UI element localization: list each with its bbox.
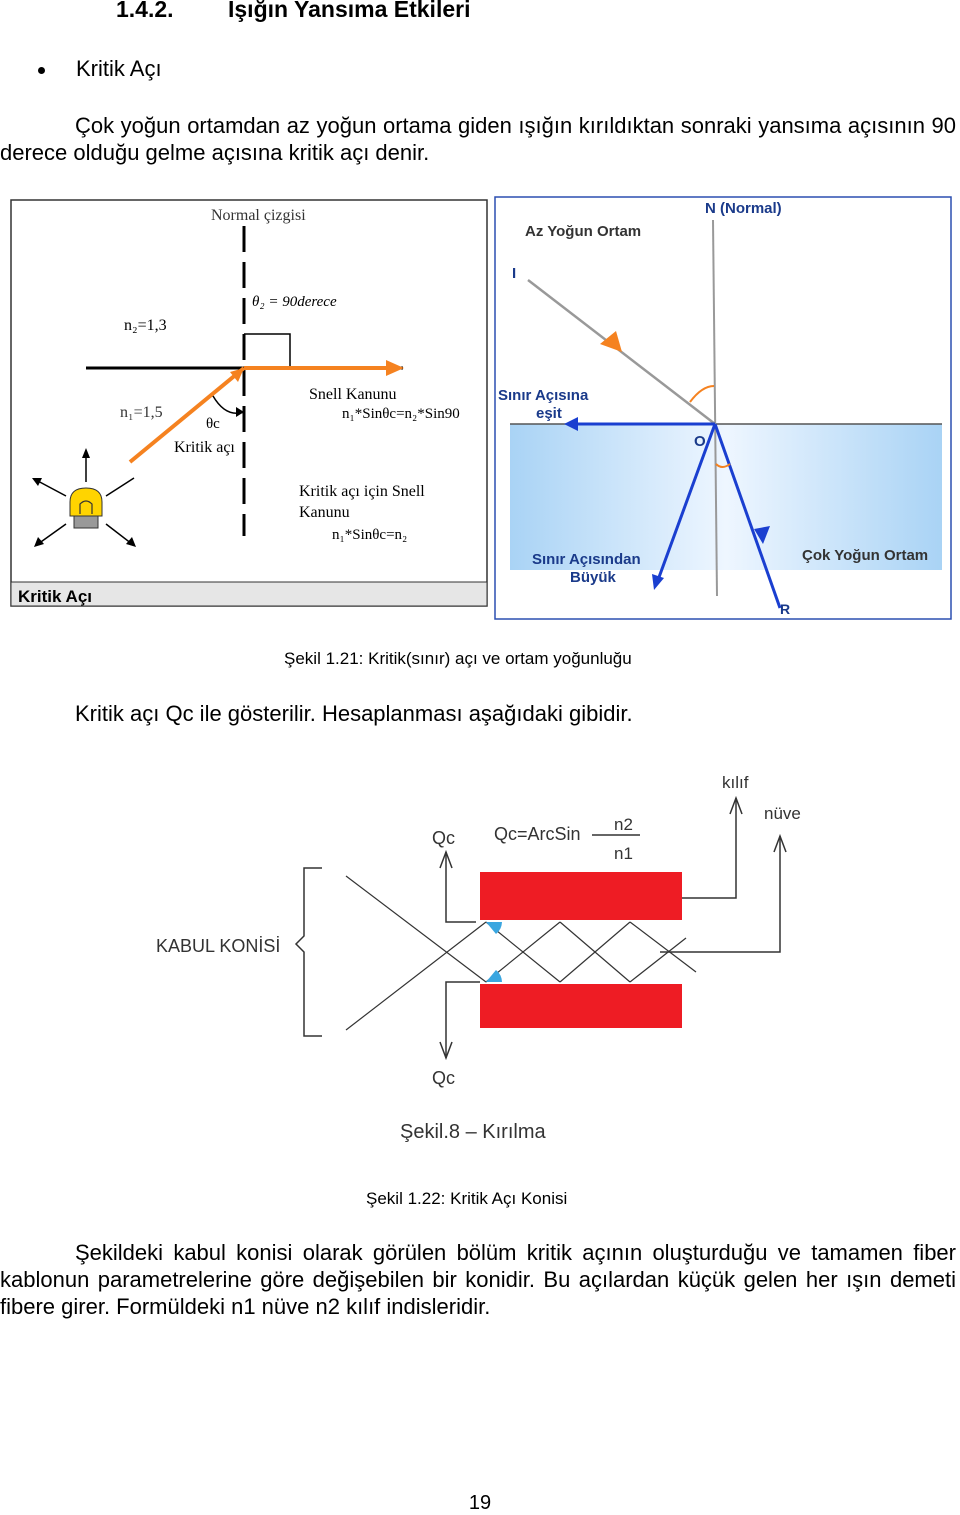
bottom-medium-label: Çok Yoğun Ortam [802,547,928,564]
right-angle-marker [244,333,291,368]
cladding-bottom [480,984,682,1028]
normal-label-right: N (Normal) [705,200,782,217]
section-heading: 1.4.2. Işığın Yansıma Etkileri [116,0,470,23]
point-o-label: O [694,433,706,450]
qc-top-arrow [445,852,476,923]
reflected-arrow-icon [652,574,664,590]
snell-critical-title-1: Kritik açı için Snell [299,483,425,500]
figure2-caption: Şekil 1.22: Kritik Açı Konisi [366,1189,568,1208]
inner-figure-caption: Şekil.8 – Kırılma [400,1121,546,1143]
core-arrowhead-icon [773,833,787,853]
light-bulb-icon [32,448,136,547]
left-panel-footer: Kritik Açı [18,587,92,606]
n2-label: n₂=1,3 [124,317,167,334]
left-panel: Kritik Açı Normal çizgisi θ₂ = 90derece … [10,199,488,607]
page-number: 19 [468,1492,492,1514]
figure-acceptance-cone-svg: Qc Qc=ArcSin n2 n1 kılıf nüve Qc KABUL K… [156,773,801,1143]
snell-critical-title-2: Kanunu [299,504,350,521]
critical-angle-arrow-icon [236,407,244,417]
boundary-arrow-icon [564,417,578,431]
refracted-arrow-r-icon [754,526,770,544]
snell-critical-formula: n₁*Sinθc=n₂ [332,527,407,543]
n1-label: n₁=1,5 [120,404,163,421]
figure-acceptance-cone: Qc Qc=ArcSin n2 n1 kılıf nüve Qc KABUL K… [150,768,830,1153]
cladding-top [480,872,682,920]
normal-line-right [712,219,718,597]
refracted-ray-r [713,423,782,609]
formula-denominator: n1 [614,844,633,863]
angle-marker-top [486,922,502,934]
bullet-text: Kritik Açı [76,56,162,81]
bullet-dot-icon [38,67,45,74]
cone-label: KABUL KONİSİ [156,936,280,956]
equal-angle-label-2: eşit [536,405,562,422]
snell-title: Snell Kanunu [309,386,397,403]
core-pointer [660,836,781,953]
incident-ray [128,366,246,464]
paragraph-definition: Çok yoğun ortamdan az yoğun ortama giden… [0,113,956,165]
greater-angle-label-2: Büyük [570,569,617,586]
critical-angle-label: Kritik açı [174,439,235,456]
incident-arrowhead-icon [230,368,244,382]
cladding-pointer [682,798,737,899]
qc-bottom-arrowhead-icon [439,1041,453,1061]
qc-top-arrowhead-icon [439,849,453,869]
light-rays [345,875,697,1031]
right-panel: N (Normal) Az Yoğun Ortam I Sınır Açısın… [494,196,952,620]
incident-ray-right [527,279,716,425]
incident-arrow-right-icon [600,331,622,352]
qc-top-label: Qc [432,828,455,848]
paragraph-notation: Kritik açı Qc ile gösterilir. Hesaplanma… [75,701,633,726]
theta2-label: θ₂ = 90derece [252,294,337,310]
figure-critical-angle: Kritik Açı Normal çizgisi θ₂ = 90derece … [8,196,956,629]
qc-bottom-label: Qc [432,1068,455,1088]
qc-bottom-arrow [445,981,480,1058]
incidence-angle-arc [689,385,715,403]
formula-prefix: Qc=ArcSin [494,824,581,844]
greater-angle-label-1: Sınır Açısından [532,551,641,568]
angle-marker-bottom [486,970,502,982]
theta-c-label: θc [206,416,220,432]
core-label: nüve [764,804,801,823]
equal-angle-label-1: Sınır Açısına [498,387,589,404]
figure1-caption: Şekil 1.21: Kritik(sınır) açı ve ortam y… [284,649,632,668]
refraction-angle-arc [715,463,731,468]
refracted-arrowhead-icon [386,360,404,376]
reflected-ray-down [656,423,717,581]
snell-formula: n₁*Sinθc=n₂*Sin90 [342,406,460,422]
ray-i-label: I [512,265,516,282]
cladding-label: kılıf [722,773,749,792]
dense-medium-region [510,424,942,570]
paragraph-acceptance-cone: Şekildeki kabul konisi olarak görülen bö… [0,1240,956,1319]
top-medium-label: Az Yoğun Ortam [525,223,641,240]
cone-bracket [294,867,322,1037]
section-number: 1.4.2. [116,0,174,22]
normal-label: Normal çizgisi [211,207,306,224]
formula-numerator: n2 [614,815,633,834]
figure-critical-angle-svg: Kritik Açı Normal çizgisi θ₂ = 90derece … [10,196,952,620]
section-title: Işığın Yansıma Etkileri [228,0,471,22]
cladding-arrowhead-icon [729,795,743,815]
ray-r-label: R [780,601,790,617]
